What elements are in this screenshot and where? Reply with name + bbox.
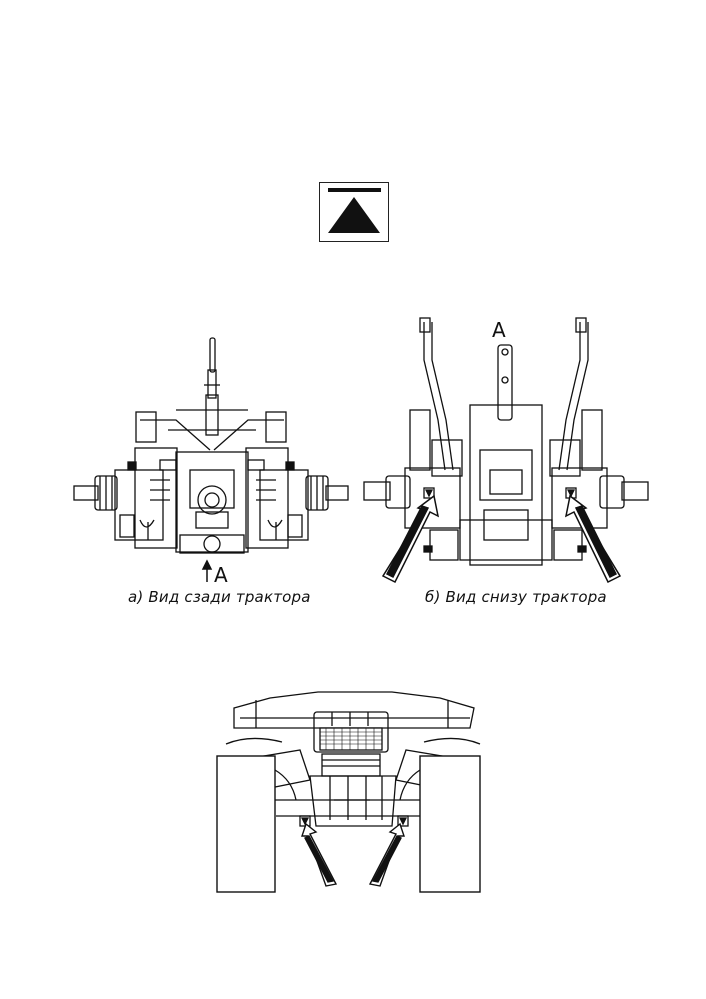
bottom-view-caption: б) Вид снизу трактора [425,588,607,606]
bottom-view-marker: А [492,318,506,342]
rear-view-marker: А [214,563,228,587]
rear-view-caption: а) Вид сзади трактора [128,588,311,606]
lift-up-triangle-icon [328,188,381,233]
lift-symbol-frame [319,182,389,242]
